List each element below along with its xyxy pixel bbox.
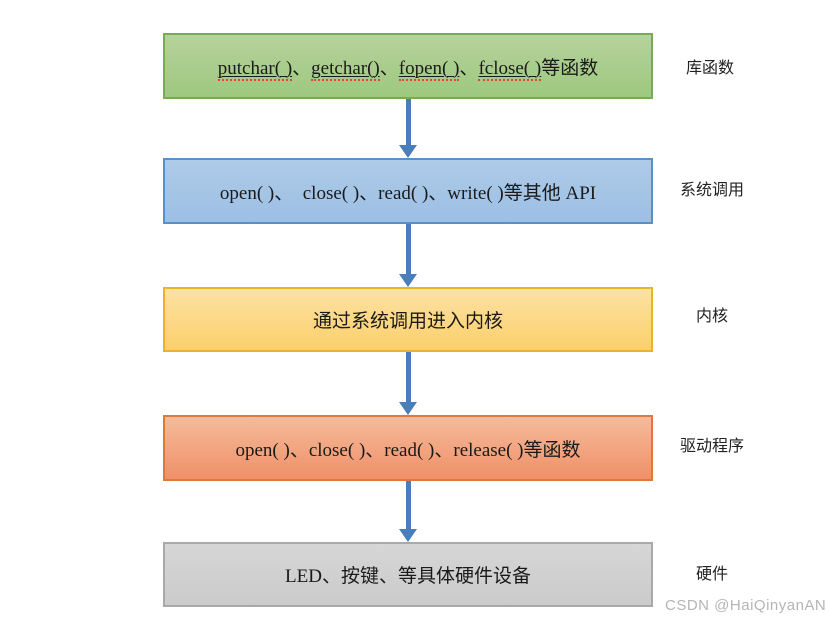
fn-getchar: getchar() [311, 57, 380, 81]
watermark: CSDN @HaiQinyanAN [665, 597, 827, 614]
separator: 、 [459, 57, 479, 79]
down-arrow [399, 352, 417, 415]
box-drivers-text: open( )、close( )、read( )、release( )等函数 [235, 439, 581, 461]
label-drivers: 驱动程序 [680, 438, 745, 455]
down-arrow [399, 224, 417, 287]
box-library-functions-text: putchar( )、getchar()、fopen( )、fclose( )等… [217, 53, 599, 81]
label-system-calls: 系统调用 [680, 182, 745, 199]
box-kernel: 通过系统调用进入内核 [163, 287, 653, 352]
arrow-stem [405, 352, 411, 402]
arrow-head-icon [399, 529, 417, 542]
separator: 、 [292, 57, 312, 79]
arrow-stem [405, 99, 411, 145]
box-system-calls-text: open( )、 close( )、read( )、write( )等其他 AP… [219, 182, 597, 204]
arrow-head-icon [399, 145, 417, 158]
suffix-text: 等函数 [541, 57, 599, 79]
arrow-stem [405, 224, 411, 274]
fn-putchar: putchar( ) [217, 57, 293, 81]
box-hardware: LED、按键、等具体硬件设备 [163, 542, 653, 607]
arrow-head-icon [399, 274, 417, 287]
down-arrow [399, 99, 417, 158]
fn-fclose: fclose( ) [478, 57, 542, 81]
label-hardware: 硬件 [696, 566, 729, 583]
down-arrow [399, 481, 417, 542]
box-kernel-text: 通过系统调用进入内核 [312, 311, 503, 332]
fn-fopen: fopen( ) [398, 57, 460, 81]
label-library-functions: 库函数 [686, 60, 735, 77]
separator: 、 [379, 57, 399, 79]
box-drivers: open( )、close( )、read( )、release( )等函数 [163, 415, 653, 481]
box-library-functions: putchar( )、getchar()、fopen( )、fclose( )等… [163, 33, 653, 99]
label-kernel: 内核 [696, 308, 729, 325]
arrow-head-icon [399, 402, 417, 415]
arrow-stem [405, 481, 411, 529]
box-system-calls: open( )、 close( )、read( )、write( )等其他 AP… [163, 158, 653, 224]
box-hardware-text: LED、按键、等具体硬件设备 [285, 566, 531, 587]
